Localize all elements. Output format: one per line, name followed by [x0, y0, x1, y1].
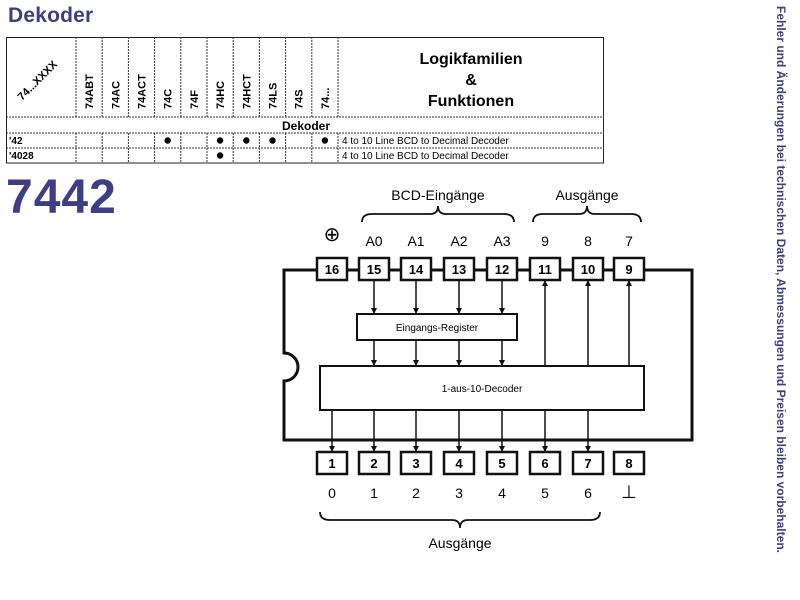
pin-signal-label: 8 [584, 233, 592, 249]
pin-signal-label: A1 [407, 233, 424, 249]
gnd-symbol: ⊥ [621, 482, 637, 502]
page-title: Dekoder [8, 4, 94, 27]
table-family-header: 74C [163, 89, 175, 109]
outputs-bottom-label: Ausgänge [428, 535, 491, 551]
output-arrow-head [542, 446, 548, 452]
register-arrow-head [456, 360, 462, 366]
disclaimer-note: Fehler und Änderungen bei technischen Da… [774, 6, 788, 553]
pin-signal-label: 4 [498, 485, 506, 501]
pin-signal-label: 9 [541, 233, 549, 249]
pin-number: 9 [625, 262, 632, 277]
pin-signal-label: 3 [455, 485, 463, 501]
output-arrow-head [329, 446, 335, 452]
pin-number: 4 [455, 456, 463, 471]
table-grid [6, 37, 604, 164]
pin-signal-label: A3 [493, 233, 510, 249]
table-family-header: 74HC [215, 81, 227, 109]
table-section-title: Dekoder [282, 119, 330, 133]
pin-box [315, 256, 349, 282]
table-family-header: 74ACT [137, 74, 149, 109]
table-support-dot [164, 137, 171, 144]
table-family-header: 74S [294, 89, 306, 109]
outputs-top-label: Ausgänge [555, 187, 618, 203]
table-heading-line: & [465, 72, 477, 89]
table-family-header: 74LS [268, 83, 280, 109]
pin-number: 2 [370, 456, 377, 471]
chip-title: 7442 [6, 171, 117, 224]
register-arrow-head [499, 360, 505, 366]
output-arrow-head [542, 280, 548, 286]
output-arrow-head [585, 280, 591, 286]
pin-signal-label: 7 [625, 233, 633, 249]
pin-number: 14 [409, 262, 424, 277]
register-arrow-head [413, 360, 419, 366]
outputs-top-brace [532, 205, 642, 223]
input-arrow-head [499, 308, 505, 314]
pin-number: 3 [412, 456, 419, 471]
pin-number: 10 [581, 262, 595, 277]
pin-box [612, 450, 646, 476]
pin-number: 11 [538, 262, 552, 277]
pin-signal-label: 5 [541, 485, 549, 501]
register-arrow-head [371, 360, 377, 366]
table-heading-line: Logikfamilien [419, 51, 522, 68]
pin-number: 15 [367, 262, 381, 277]
output-arrow-head [371, 446, 377, 452]
pin-signal-label: 6 [584, 485, 592, 501]
chip-body [282, 268, 694, 442]
pin-signal-label: A0 [365, 233, 382, 249]
table-part-number: '42 [9, 136, 23, 147]
table-family-header: 74F [189, 90, 201, 109]
table-frame [6, 37, 604, 164]
decoder-label: 1-aus-10-Decoder [442, 384, 523, 395]
pin-number: 16 [325, 262, 339, 277]
vcc-symbol: ⊕ [324, 224, 341, 246]
table-function-text: 4 to 10 Line BCD to Decimal Decoder [342, 136, 509, 147]
pin-number: 7 [584, 456, 591, 471]
pin-signal-label: 1 [370, 485, 378, 501]
pin-number: 12 [495, 262, 509, 277]
table-part-number: '4028 [9, 151, 34, 162]
table-family-header: 74HCT [241, 74, 253, 109]
pin-signal-label: 2 [412, 485, 420, 501]
output-arrow-head [585, 446, 591, 452]
table-family-header: 74ABT [84, 74, 96, 109]
bcd-brace [361, 205, 515, 223]
table-function-text: 4 to 10 Line BCD to Decimal Decoder [342, 151, 509, 162]
output-arrow-head [413, 446, 419, 452]
table-support-dot [321, 137, 329, 144]
table-support-dot [216, 137, 224, 144]
output-arrow-head [499, 446, 505, 452]
table-heading-line: Funktionen [428, 93, 514, 110]
table-support-dot [216, 152, 224, 159]
register-label: Eingangs-Register [396, 323, 479, 334]
table-corner-label: 74...XXXX [16, 58, 61, 103]
table-support-dot [243, 137, 250, 144]
bcd-inputs-label: BCD-Eingänge [391, 187, 485, 203]
pin-signal-label: 0 [328, 485, 336, 501]
pin-number: 1 [328, 456, 335, 471]
table-family-header: 74AC [110, 81, 122, 109]
table-family-header: 74... [320, 88, 332, 109]
input-arrow-head [371, 308, 377, 314]
output-arrow-head [456, 446, 462, 452]
register-block [356, 313, 518, 341]
output-arrow-head [626, 280, 632, 286]
pin-number: 6 [541, 456, 548, 471]
pin-number: 8 [625, 456, 632, 471]
pin-signal-label: A2 [450, 233, 467, 249]
input-arrow-head [413, 308, 419, 314]
outputs-bottom-brace [319, 511, 601, 529]
pin-number: 13 [452, 262, 466, 277]
table-support-dot [269, 137, 276, 144]
input-arrow-head [456, 308, 462, 314]
pin-number: 5 [498, 456, 505, 471]
logic-family-table: 74...XXXX 74ABT 74AC 74ACT 74C 74F 74HC 74HCT 74… [6, 37, 604, 164]
decoder-block [319, 365, 645, 411]
